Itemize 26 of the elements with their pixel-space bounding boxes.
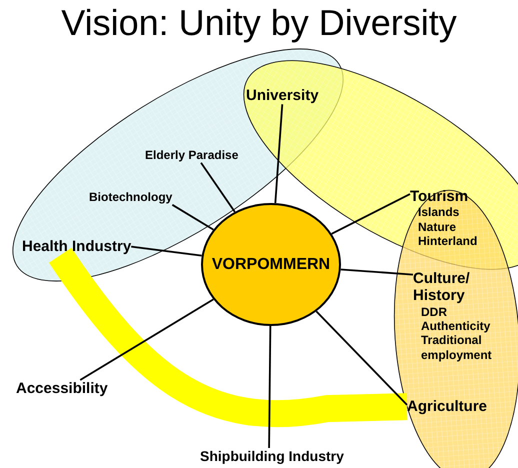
connector-line bbox=[274, 104, 284, 204]
connector-line bbox=[200, 162, 236, 212]
node-item: DDR bbox=[421, 304, 448, 319]
node-item: Hinterland bbox=[418, 234, 478, 248]
connector-line bbox=[331, 193, 410, 235]
node-item: Nature bbox=[418, 220, 458, 234]
connector-line bbox=[268, 326, 272, 448]
connector-line bbox=[316, 310, 408, 406]
node-label: Elderly Paradise bbox=[145, 149, 238, 163]
node-item: Traditional employment bbox=[421, 333, 493, 362]
node-label: Biotechnology bbox=[89, 191, 172, 205]
connector-line bbox=[80, 298, 214, 381]
node-heading: Culture/ History bbox=[413, 270, 471, 304]
connector-line bbox=[172, 204, 214, 230]
node-label: University bbox=[246, 87, 319, 104]
center-circle: VORPOMMERN bbox=[201, 203, 341, 326]
connector-line bbox=[131, 246, 202, 257]
node-label: Shipbuilding Industry bbox=[200, 448, 344, 464]
node-label: Health Industry bbox=[22, 238, 132, 256]
node-item: Authenticity bbox=[421, 318, 492, 334]
node-item: Islands bbox=[418, 205, 460, 220]
node-label: Agriculture bbox=[407, 398, 488, 416]
diagram-title: Vision: Unity by Diversity bbox=[60, 2, 458, 44]
band-connector bbox=[49, 248, 408, 428]
connector-line bbox=[340, 268, 414, 276]
node-label: Accessibility bbox=[16, 380, 108, 398]
